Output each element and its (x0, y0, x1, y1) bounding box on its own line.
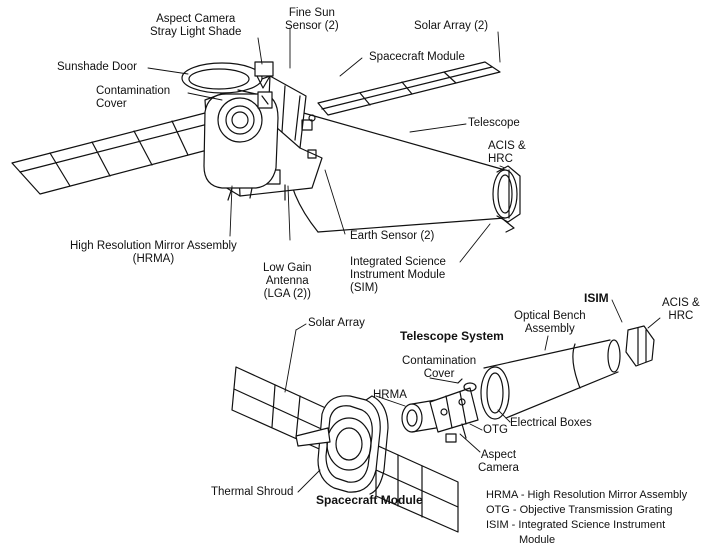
lower-optical-bench (480, 339, 621, 420)
legend-isim: ISIM - Integrated Science Instrument (486, 519, 666, 531)
upper-mirror-front (203, 91, 279, 189)
lower-solar-array-left (231, 366, 331, 453)
label-low-gain-antenna: Low Gain Antenna (LGA (2)) (263, 262, 312, 301)
label-electrical-boxes: Electrical Boxes (510, 417, 592, 429)
label-line: Contamination (96, 85, 171, 97)
upper-sunshade-door (181, 62, 263, 95)
label-line: (HRMA) (132, 253, 175, 265)
lower-hrma (401, 399, 437, 433)
label-line: Stray Light Shade (150, 26, 242, 38)
lower-isim (625, 325, 655, 367)
legend-isim-cont: Module (519, 534, 556, 546)
label-line: Integrated Science (350, 256, 446, 268)
label-line: HRC (668, 310, 694, 322)
legend-otg: OTG - Objective Transmission Grating (486, 504, 673, 516)
label-telescope: Telescope (468, 117, 520, 129)
label-line: Cover (96, 98, 127, 110)
label-line: (SIM) (350, 282, 379, 294)
label-earth-sensor: Earth Sensor (2) (350, 230, 435, 242)
label-fine-sun-sensor: Fine Sun Sensor (2) (285, 7, 339, 33)
label-line: (LGA (2)) (263, 288, 311, 300)
label-line: ACIS & (488, 140, 526, 152)
label-sunshade-door: Sunshade Door (57, 61, 137, 73)
label-spacecraft-module-lower: Spacecraft Module (316, 493, 423, 507)
lower-telescope-hardware (429, 378, 479, 443)
label-line: Antenna (265, 275, 309, 287)
upper-right-solar-array (317, 61, 501, 116)
label-line: Assembly (524, 323, 575, 335)
label-aspect-camera-lower: Aspect Camera (478, 449, 519, 475)
upper-left-solar-array (11, 112, 216, 195)
label-isim: ISIM (584, 291, 609, 305)
label-aspect-camera-shade: Aspect Camera Stray Light Shade (150, 13, 241, 39)
label-solar-array-lower: Solar Array (308, 317, 365, 329)
label-sim: Integrated Science Instrument Module (SI… (350, 256, 446, 295)
label-line: Aspect Camera (156, 13, 236, 25)
upper-telescope-tube (286, 111, 518, 233)
lower-spacecraft-module (317, 395, 389, 495)
lower-solar-array-right (375, 444, 459, 533)
label-line: Optical Bench (514, 310, 586, 322)
label-line: Sensor (2) (285, 20, 339, 32)
label-contamination-cover-lower: Contamination Cover (402, 355, 476, 381)
label-solar-array-2: Solar Array (2) (414, 20, 489, 32)
label-line: HRC (488, 153, 513, 165)
label-contamination-cover: Contamination Cover (96, 85, 170, 111)
legend-hrma: HRMA - High Resolution Mirror Assembly (486, 489, 688, 501)
label-spacecraft-module: Spacecraft Module (369, 51, 465, 63)
label-telescope-system: Telescope System (400, 329, 504, 343)
label-line: Camera (478, 462, 519, 474)
label-line: High Resolution Mirror Assembly (70, 240, 237, 252)
upper-leaders (147, 27, 506, 263)
label-line: Contamination (402, 355, 477, 367)
upper-mounts (227, 184, 286, 201)
lower-thermal-shroud (295, 427, 331, 447)
label-thermal-shroud: Thermal Shroud (211, 486, 294, 498)
label-optical-bench: Optical Bench Assembly (514, 310, 586, 336)
label-line: Cover (423, 368, 455, 380)
label-hrma-full: High Resolution Mirror Assembly (HRMA) (70, 240, 237, 266)
label-acis-hrc-lower: ACIS & HRC (662, 297, 700, 323)
acronym-legend: HRMA - High Resolution Mirror Assembly O… (486, 488, 687, 548)
label-line: Aspect (480, 449, 517, 461)
label-line: Low Gain (263, 262, 312, 274)
upper-aspect-camera (254, 61, 274, 89)
upper-acis-hrc (496, 165, 521, 233)
label-line: Instrument Module (350, 269, 446, 281)
label-line: ACIS & (662, 297, 700, 309)
lower-leaders (284, 299, 661, 493)
label-otg: OTG (483, 424, 508, 436)
label-hrma-lower: HRMA (373, 389, 407, 401)
label-acis-hrc-upper: ACIS & HRC (488, 140, 526, 166)
label-line: Fine Sun (288, 7, 335, 19)
